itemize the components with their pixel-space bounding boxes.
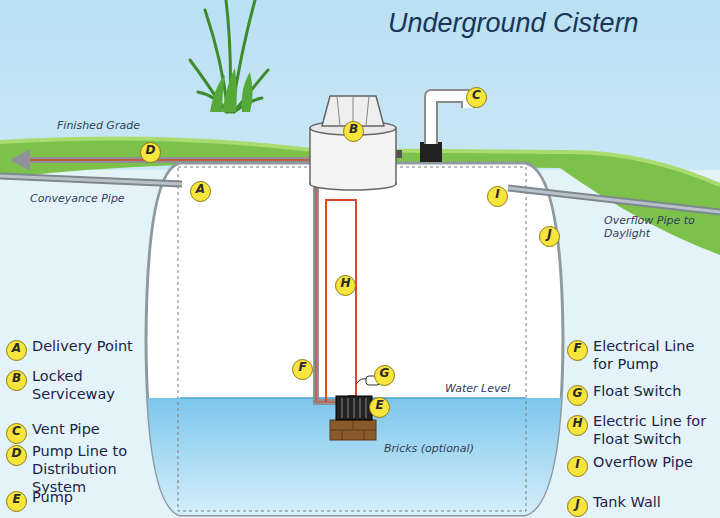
callout-circle: H — [335, 272, 356, 296]
callout-letter: J — [567, 496, 588, 517]
key-entry: BLocked Serviceway — [6, 367, 27, 391]
callout-circle: C — [466, 84, 487, 108]
callout-circle: I — [487, 183, 508, 207]
key-description: Tank Wall — [593, 493, 716, 511]
key-description: Delivery Point — [32, 337, 157, 355]
callout-circle: G — [374, 362, 395, 386]
callout-letter: B — [343, 121, 364, 142]
part-label: Overflow Pipe to Daylight — [604, 214, 704, 240]
key-entry: GFloat Switch — [567, 382, 588, 406]
key-description: Electric Line for Float Switch — [593, 412, 716, 448]
callout-letter: J — [539, 226, 560, 247]
callout-circle: E — [369, 394, 390, 418]
key-entry: EPump — [6, 488, 27, 512]
part-label: Finished Grade — [57, 119, 140, 132]
callout-letter: G — [567, 385, 588, 406]
key-description: Locked Serviceway — [32, 367, 157, 403]
key-entry: DPump Line to Distribution System — [6, 442, 27, 466]
callout-letter: E — [369, 397, 390, 418]
key-entry: FElectrical Line for Pump — [567, 337, 588, 361]
callout-letter: C — [466, 87, 487, 108]
key-description: Pump — [32, 488, 157, 506]
part-label: Water Level — [445, 382, 510, 395]
callout-letter: A — [190, 181, 211, 202]
key-description: Vent Pipe — [32, 420, 157, 438]
key-entry: JTank Wall — [567, 493, 588, 517]
key-entry: HElectric Line for Float Switch — [567, 412, 588, 436]
callout-circle: F — [292, 356, 313, 380]
callout-letter: B — [6, 370, 27, 391]
key-entry: CVent Pipe — [6, 420, 27, 444]
callout-circle: J — [539, 223, 560, 247]
callout-letter: D — [6, 445, 27, 466]
callout-letter: F — [567, 340, 588, 361]
callout-letter: A — [6, 340, 27, 361]
callout-letter: H — [567, 415, 588, 436]
callout-letter: H — [335, 275, 356, 296]
callout-circle: A — [190, 178, 211, 202]
callout-letter: E — [6, 491, 27, 512]
key-description: Overflow Pipe — [593, 453, 716, 471]
callout-circle: D — [140, 139, 161, 163]
callout-letter: D — [140, 142, 161, 163]
callout-letter: I — [567, 456, 588, 477]
callout-letter: C — [6, 423, 27, 444]
diagram-title: Underground Cistern — [388, 8, 639, 39]
callout-letter: I — [487, 186, 508, 207]
key-description: Float Switch — [593, 382, 716, 400]
callout-letter: F — [292, 359, 313, 380]
callout-circle: B — [343, 118, 364, 142]
key-description: Pump Line to Distribution System — [32, 442, 172, 496]
part-label: Bricks (optional) — [384, 442, 474, 455]
part-label: Conveyance Pipe — [30, 192, 125, 205]
key-entry: IOverflow Pipe — [567, 453, 588, 477]
callout-letter: G — [374, 365, 395, 386]
key-description: Electrical Line for Pump — [593, 337, 716, 373]
key-entry: ADelivery Point — [6, 337, 27, 361]
